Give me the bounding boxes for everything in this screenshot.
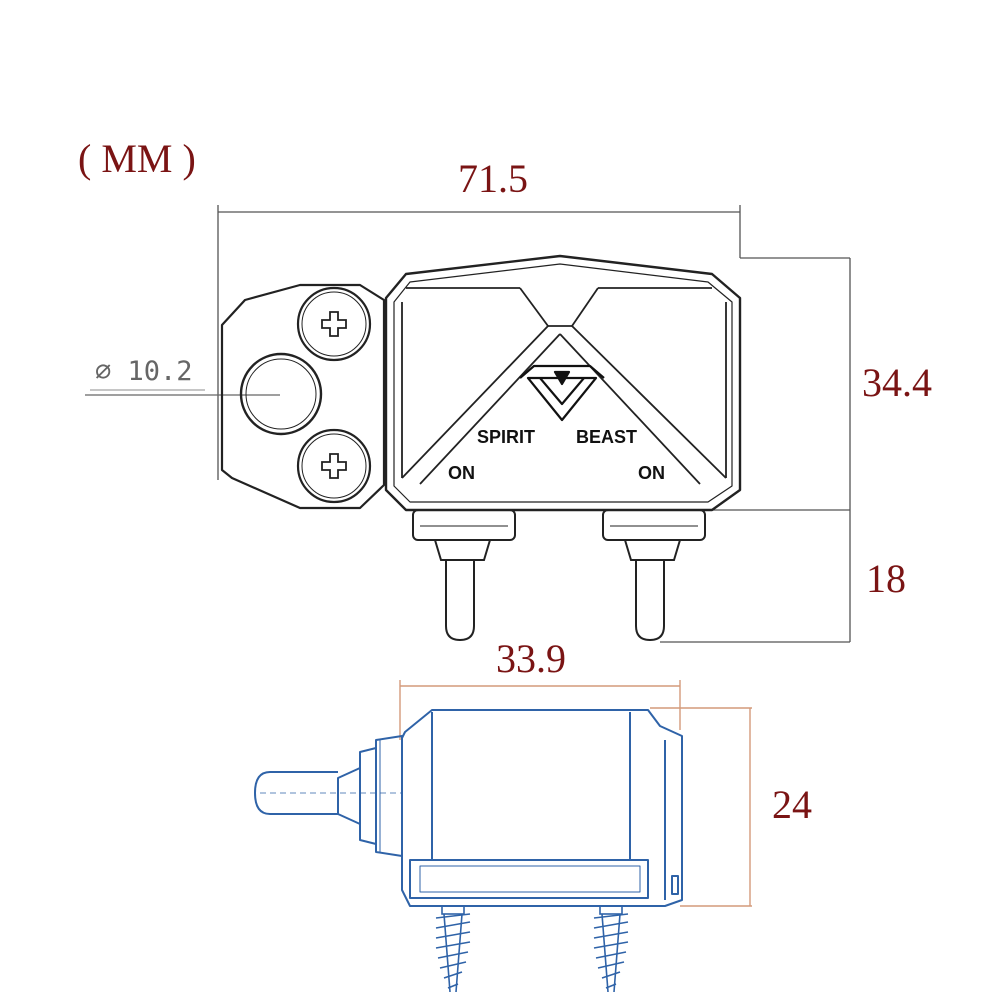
- side-lever: [254, 767, 402, 825]
- cable-hole: [239, 352, 323, 436]
- dimension-height-right: [660, 257, 851, 643]
- side-screw-left: [435, 905, 471, 993]
- side-screw-right: [593, 905, 629, 993]
- dimension-width-side: [399, 680, 681, 740]
- dimension-width-top: [217, 205, 741, 480]
- brand-right-label: BEAST: [576, 427, 637, 447]
- top-view: 71.5 34.4 18 ∅ 10.2: [85, 156, 932, 643]
- brand-logo-icon: [519, 364, 605, 422]
- diameter-label: ∅ 10.2: [95, 356, 193, 387]
- toggle-left: [412, 509, 516, 642]
- side-body: [401, 709, 683, 907]
- width-side-label: 33.9: [496, 636, 566, 681]
- screw-bottom: [296, 428, 372, 504]
- mounting-bracket: [220, 283, 386, 510]
- toggle-right: [602, 509, 706, 642]
- side-bushing: [359, 735, 403, 857]
- switch-body: [384, 254, 742, 512]
- height-side-label: 24: [772, 782, 812, 827]
- screw-top: [296, 286, 372, 362]
- dimension-height-side: [650, 707, 752, 907]
- height-body-label: 34.4: [862, 360, 932, 405]
- units-label: ( MM ): [78, 136, 196, 181]
- side-view: 33.9 24: [254, 636, 812, 993]
- width-top-label: 71.5: [458, 156, 528, 201]
- on-right-label: ON: [638, 463, 665, 483]
- on-left-label: ON: [448, 463, 475, 483]
- switch-body-inner: [393, 263, 733, 503]
- diameter-leader: [85, 389, 280, 396]
- brand-left-label: SPIRIT: [477, 427, 535, 447]
- height-toggle-label: 18: [866, 556, 906, 601]
- body-facets: [401, 287, 727, 485]
